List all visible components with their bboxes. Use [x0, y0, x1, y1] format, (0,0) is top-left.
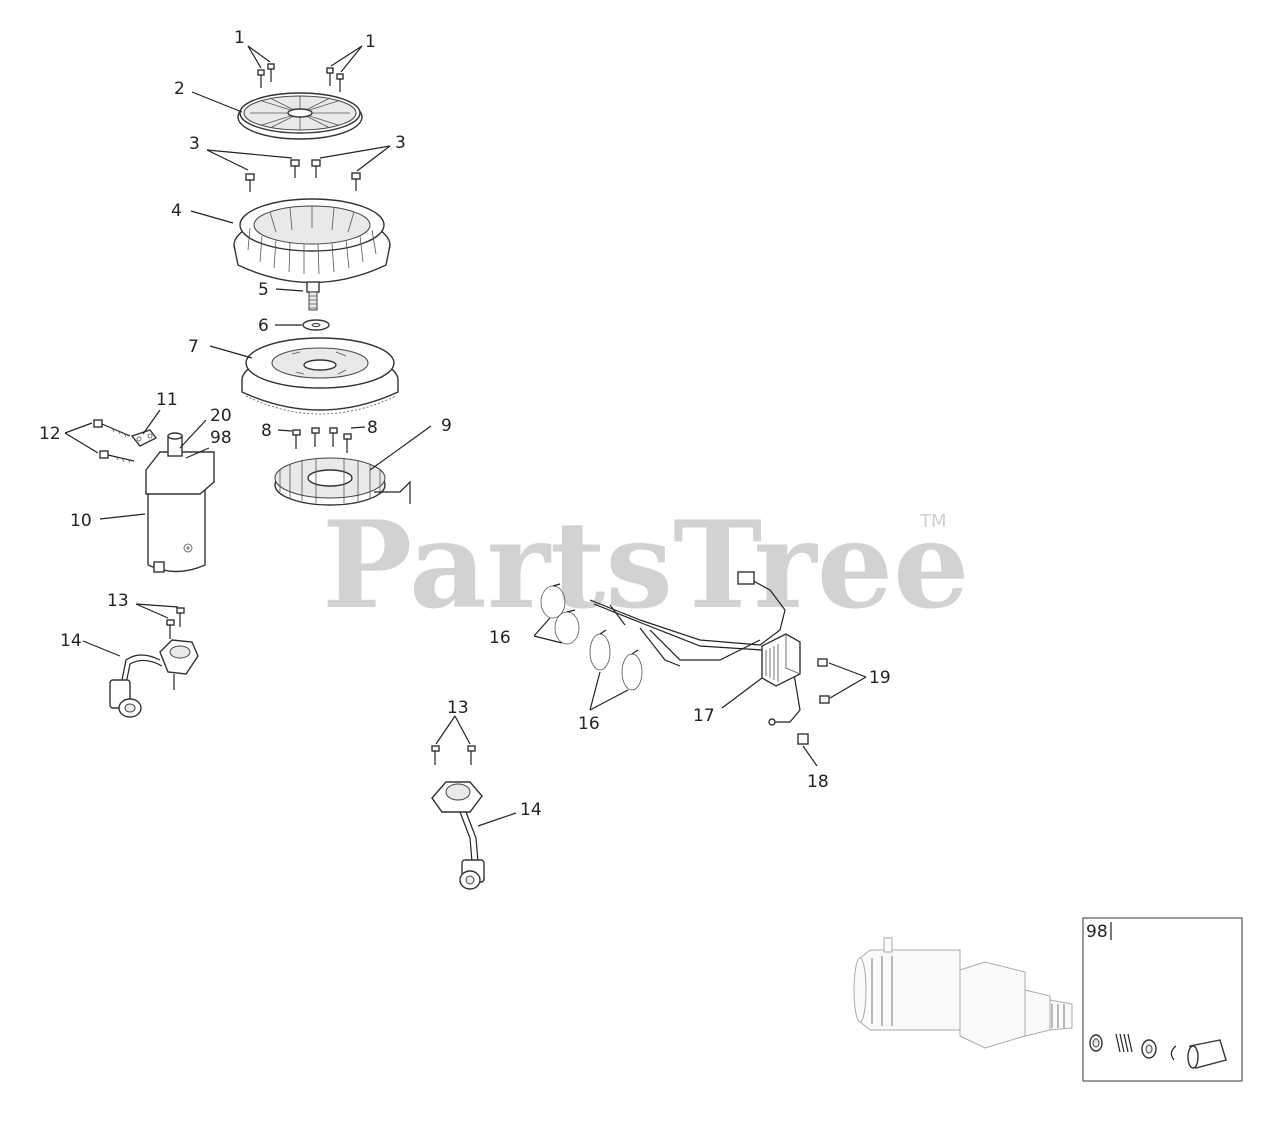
callout-10: 10 — [70, 511, 92, 531]
callout-12: 12 — [39, 424, 61, 444]
bolt-icon — [431, 745, 476, 765]
callout-16: 16 — [489, 628, 511, 648]
callout-3: 3 — [189, 134, 200, 154]
regulator-icon — [761, 633, 801, 687]
callout-17: 17 — [693, 706, 715, 726]
bolt-icon — [245, 159, 361, 192]
watermark-trademark: TM — [919, 511, 947, 532]
bolt-icon — [93, 419, 135, 464]
bolt-icon — [166, 607, 185, 639]
callout-13: 13 — [107, 591, 129, 611]
callout-1: 1 — [365, 32, 376, 52]
nut-icon — [797, 658, 830, 745]
callout-1: 1 — [234, 28, 245, 48]
callout-11: 11 — [156, 390, 178, 410]
bolt-icon — [292, 427, 352, 453]
callout-18: 18 — [807, 772, 829, 792]
starter-motor-icon — [145, 432, 215, 573]
callout-9: 9 — [441, 416, 452, 436]
callout-14: 14 — [520, 800, 542, 820]
callout-4: 4 — [171, 201, 182, 221]
ignition-coil-icon — [431, 781, 485, 890]
inset-label: 98 — [1086, 922, 1108, 942]
flywheel-fan-icon — [233, 198, 391, 284]
starter-motor-icon — [853, 937, 1073, 1049]
callout-8: 8 — [261, 421, 272, 441]
callout-98: 98 — [210, 428, 232, 448]
callout-19: 19 — [869, 668, 891, 688]
callout-16: 16 — [578, 714, 600, 734]
wire-clip-icon — [540, 583, 643, 691]
washer-icon — [302, 319, 330, 331]
callout-2: 2 — [174, 79, 185, 99]
callout-7: 7 — [188, 337, 199, 357]
callout-20: 20 — [210, 406, 232, 426]
stud-icon — [306, 281, 320, 311]
callout-3: 3 — [395, 133, 406, 153]
callout-5: 5 — [258, 280, 269, 300]
watermark-brand: PartsTree — [322, 495, 969, 636]
pinion-kit-icon — [1089, 1033, 1227, 1069]
flywheel-icon — [241, 337, 399, 415]
callout-14: 14 — [60, 631, 82, 651]
stator-icon — [274, 457, 411, 506]
screen-icon — [237, 92, 363, 140]
callout-8: 8 — [367, 418, 378, 438]
callout-13: 13 — [447, 698, 469, 718]
ignition-coil-icon — [109, 639, 199, 718]
callout-6: 6 — [258, 316, 269, 336]
inset-frame — [1082, 917, 1243, 1082]
bolt-icon — [257, 63, 344, 92]
